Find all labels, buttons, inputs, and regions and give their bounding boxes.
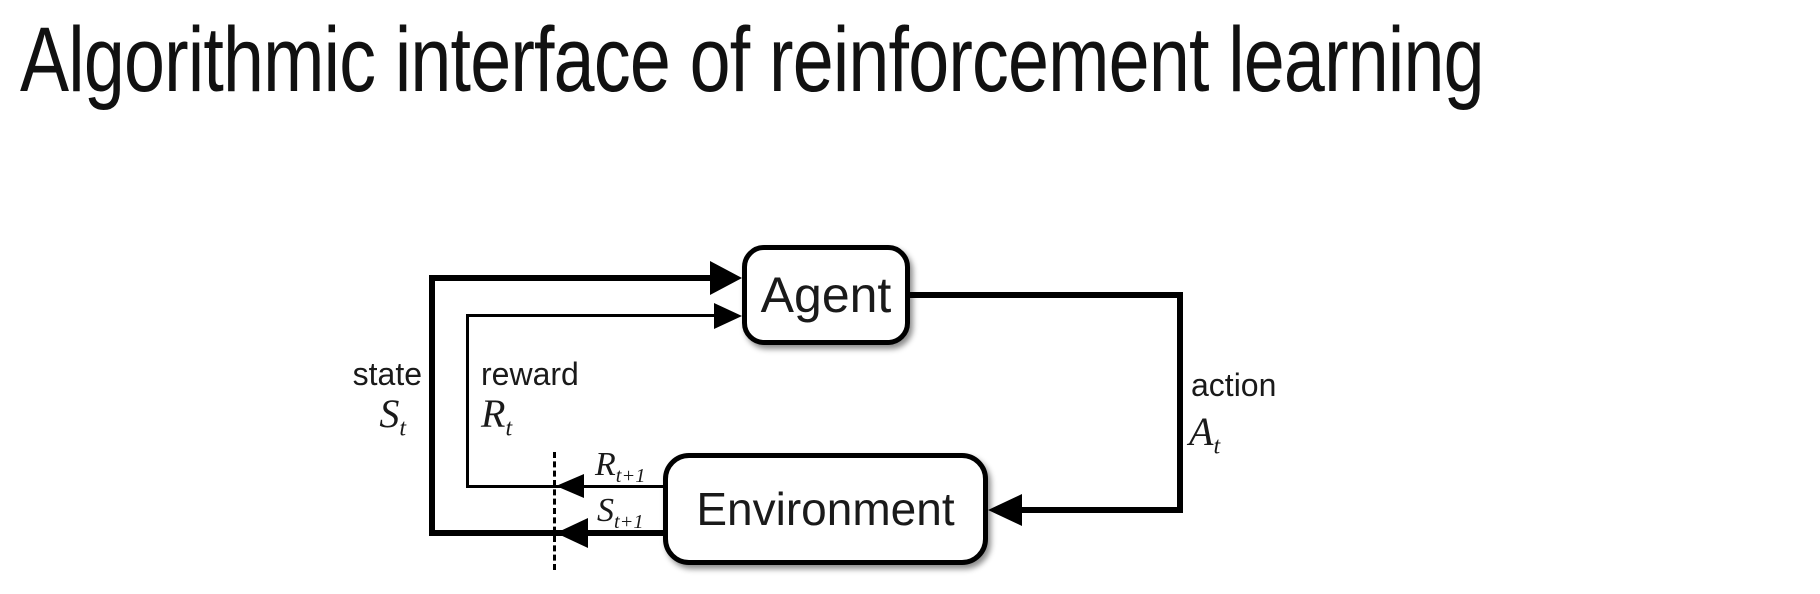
- action-caption: action: [1191, 367, 1277, 403]
- next-reward-symbol: Rt+1: [595, 446, 646, 488]
- action-line-vertical: [1177, 292, 1183, 513]
- action-line-bottom: [1020, 507, 1183, 513]
- state-arrowhead-into-agent-icon: [710, 261, 742, 295]
- next-state-symbol: St+1: [597, 492, 644, 534]
- environment-node: Environment: [663, 453, 988, 565]
- next-reward-arrowhead-icon: [556, 474, 584, 498]
- reward-symbol: Rt: [481, 391, 513, 442]
- state-line-top: [429, 275, 714, 281]
- reward-line-vertical: [466, 314, 469, 488]
- reward-line-top: [466, 314, 716, 317]
- agent-node: Agent: [742, 245, 910, 345]
- state-line-bottom: [429, 530, 663, 536]
- time-boundary-dashed-line: [553, 452, 556, 570]
- action-symbol: At: [1189, 409, 1221, 460]
- agent-label: Agent: [760, 267, 892, 323]
- state-caption: state: [352, 356, 422, 392]
- state-line-vertical: [429, 275, 435, 536]
- slide-title: Algorithmic interface of reinforcement l…: [20, 9, 1485, 111]
- action-line-top: [908, 292, 1183, 298]
- next-state-arrowhead-icon: [556, 518, 588, 548]
- state-symbol: St: [379, 391, 406, 442]
- reward-arrowhead-into-agent-icon: [714, 303, 742, 329]
- reward-caption: reward: [481, 356, 579, 392]
- action-arrowhead-into-environment-icon: [988, 494, 1022, 526]
- environment-label: Environment: [696, 483, 955, 535]
